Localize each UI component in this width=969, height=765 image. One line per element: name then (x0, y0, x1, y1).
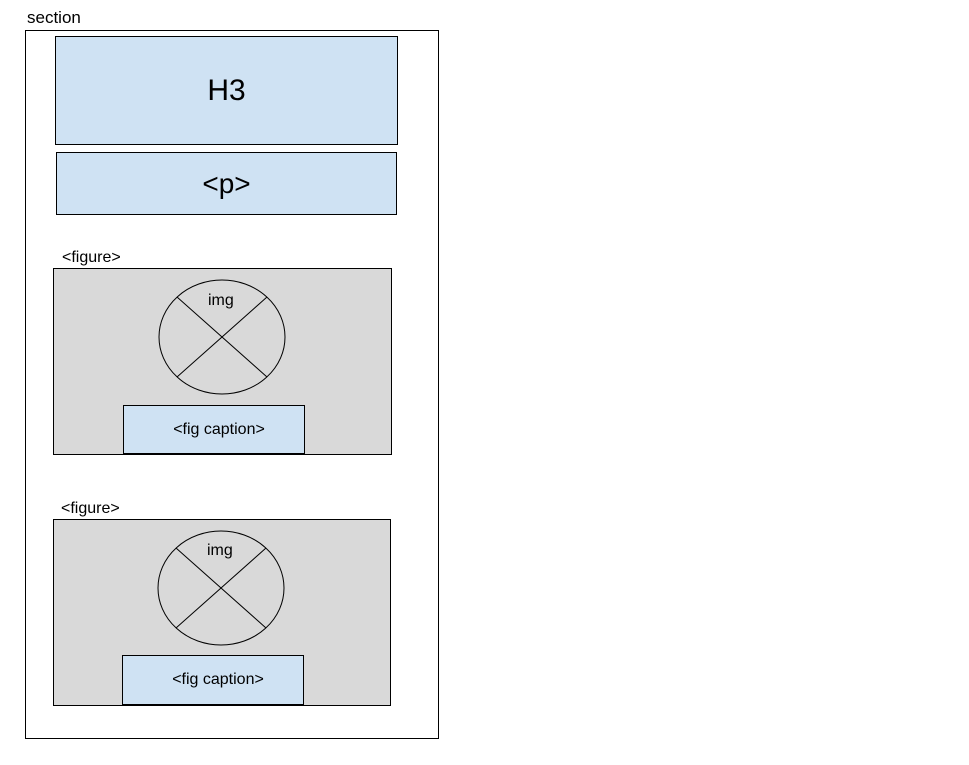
figcaption-label: <fig caption> (172, 671, 264, 688)
img-label: img (208, 292, 234, 309)
section-label: section (27, 8, 81, 27)
img-label: img (207, 542, 233, 559)
paragraph-box: <p> (56, 152, 397, 215)
section-box (25, 30, 439, 739)
figure-label: <figure> (61, 500, 120, 517)
image-placeholder-icon (158, 279, 286, 395)
h3-box: H3 (55, 36, 398, 145)
figcaption-label: <fig caption> (173, 420, 265, 438)
h3-label: H3 (207, 73, 246, 107)
figure-label: <figure> (62, 249, 121, 266)
figcaption-box: <fig caption> (122, 655, 304, 705)
paragraph-label: <p> (202, 167, 251, 199)
figcaption-box: <fig caption> (123, 405, 305, 454)
image-placeholder-icon (157, 530, 285, 646)
